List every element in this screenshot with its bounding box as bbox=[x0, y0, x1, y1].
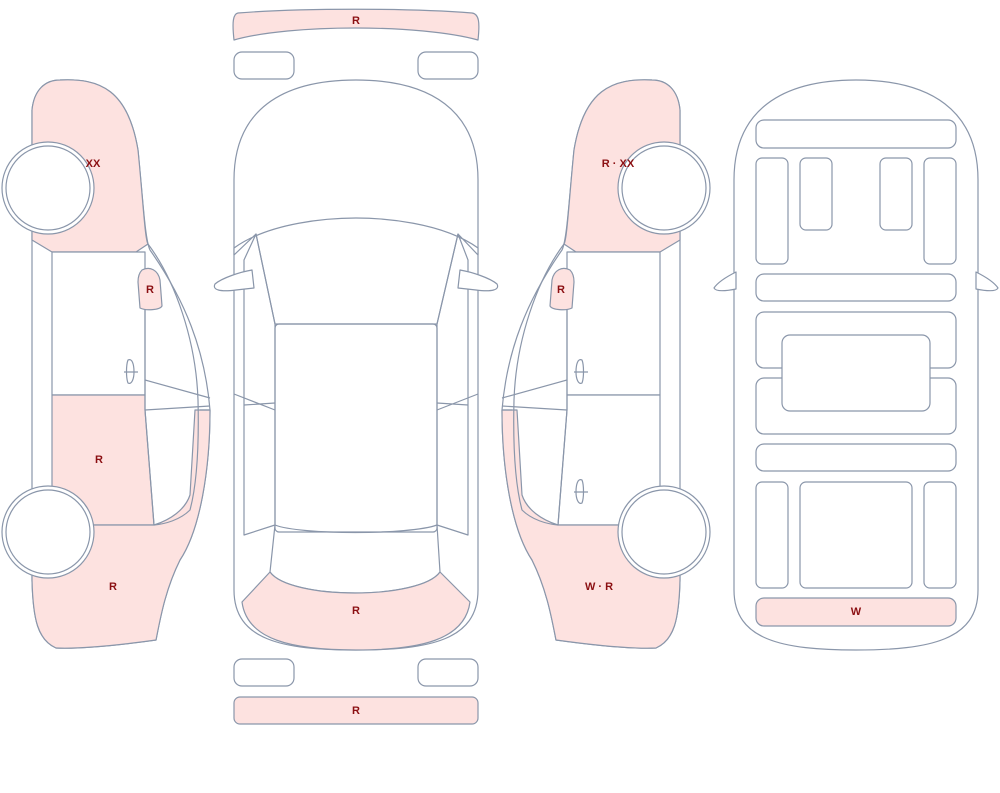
left-rear-quarter[interactable] bbox=[31, 409, 211, 649]
front-seat-row[interactable] bbox=[755, 273, 957, 302]
right-mirror-label: R bbox=[557, 284, 565, 296]
left-vent-window[interactable] bbox=[799, 157, 833, 231]
cargo-area[interactable] bbox=[799, 481, 913, 589]
right-rear-quarter[interactable] bbox=[501, 409, 681, 649]
rear-glass-label: W bbox=[851, 606, 862, 618]
interior-left-mirror bbox=[713, 271, 737, 292]
right-rear-quarter-label: W · R bbox=[585, 581, 613, 593]
left-mirror[interactable] bbox=[137, 267, 163, 311]
right-mirror[interactable] bbox=[549, 267, 575, 311]
door-seams-top bbox=[233, 393, 479, 411]
left-side-view: XX R R R bbox=[1, 79, 211, 649]
right-door-handle-front bbox=[574, 359, 588, 384]
windshield-panel[interactable] bbox=[755, 119, 957, 149]
right-door-handle-rear bbox=[574, 479, 588, 504]
right-rear-window[interactable] bbox=[923, 481, 957, 589]
left-mirror-label: R bbox=[146, 284, 154, 296]
left-front-fender-label: XX bbox=[86, 158, 101, 170]
left-mirror-top[interactable] bbox=[213, 269, 255, 292]
rear-bumper-label: R bbox=[352, 705, 360, 717]
interior-right-mirror bbox=[975, 271, 999, 292]
rear-seat-row[interactable] bbox=[755, 443, 957, 472]
trunk-lid-label: R bbox=[352, 605, 360, 617]
front-bumper-label: R bbox=[352, 15, 360, 27]
left-headlight bbox=[233, 51, 295, 80]
right-pillar-line bbox=[501, 379, 568, 411]
left-rear-door-label: R bbox=[95, 454, 103, 466]
sunroof-panel[interactable] bbox=[781, 334, 931, 412]
trunk-lid[interactable] bbox=[241, 571, 471, 651]
left-rear-wheel bbox=[5, 489, 91, 575]
right-side-view: R · XX R W · R bbox=[501, 79, 711, 649]
right-rear-wheel bbox=[621, 489, 707, 575]
rear-glass-panel[interactable] bbox=[755, 597, 957, 627]
interior-view: W bbox=[713, 79, 999, 651]
rear-bumper[interactable] bbox=[233, 696, 479, 725]
left-a-pillar bbox=[243, 233, 276, 536]
left-front-window[interactable] bbox=[755, 157, 789, 265]
right-greenhouse bbox=[513, 243, 568, 526]
left-rear-quarter-label: R bbox=[109, 581, 117, 593]
left-door-handle-front bbox=[124, 359, 138, 384]
right-front-window[interactable] bbox=[923, 157, 957, 265]
left-front-wheel bbox=[5, 145, 91, 231]
right-mirror-top[interactable] bbox=[457, 269, 499, 292]
right-vent-window[interactable] bbox=[879, 157, 913, 231]
hood-windshield bbox=[233, 217, 479, 325]
right-a-pillar bbox=[436, 233, 469, 536]
front-bumper[interactable] bbox=[232, 8, 480, 41]
left-rear-window[interactable] bbox=[755, 481, 789, 589]
top-view: R R R bbox=[213, 8, 499, 725]
left-pillar-line bbox=[144, 379, 211, 411]
right-front-wheel bbox=[621, 145, 707, 231]
left-greenhouse bbox=[144, 243, 199, 526]
left-taillight bbox=[233, 658, 295, 687]
right-front-fender-label: R · XX bbox=[602, 158, 635, 170]
right-taillight bbox=[417, 658, 479, 687]
left-front-door[interactable] bbox=[51, 251, 146, 396]
right-front-door[interactable] bbox=[566, 251, 661, 396]
right-headlight bbox=[417, 51, 479, 80]
